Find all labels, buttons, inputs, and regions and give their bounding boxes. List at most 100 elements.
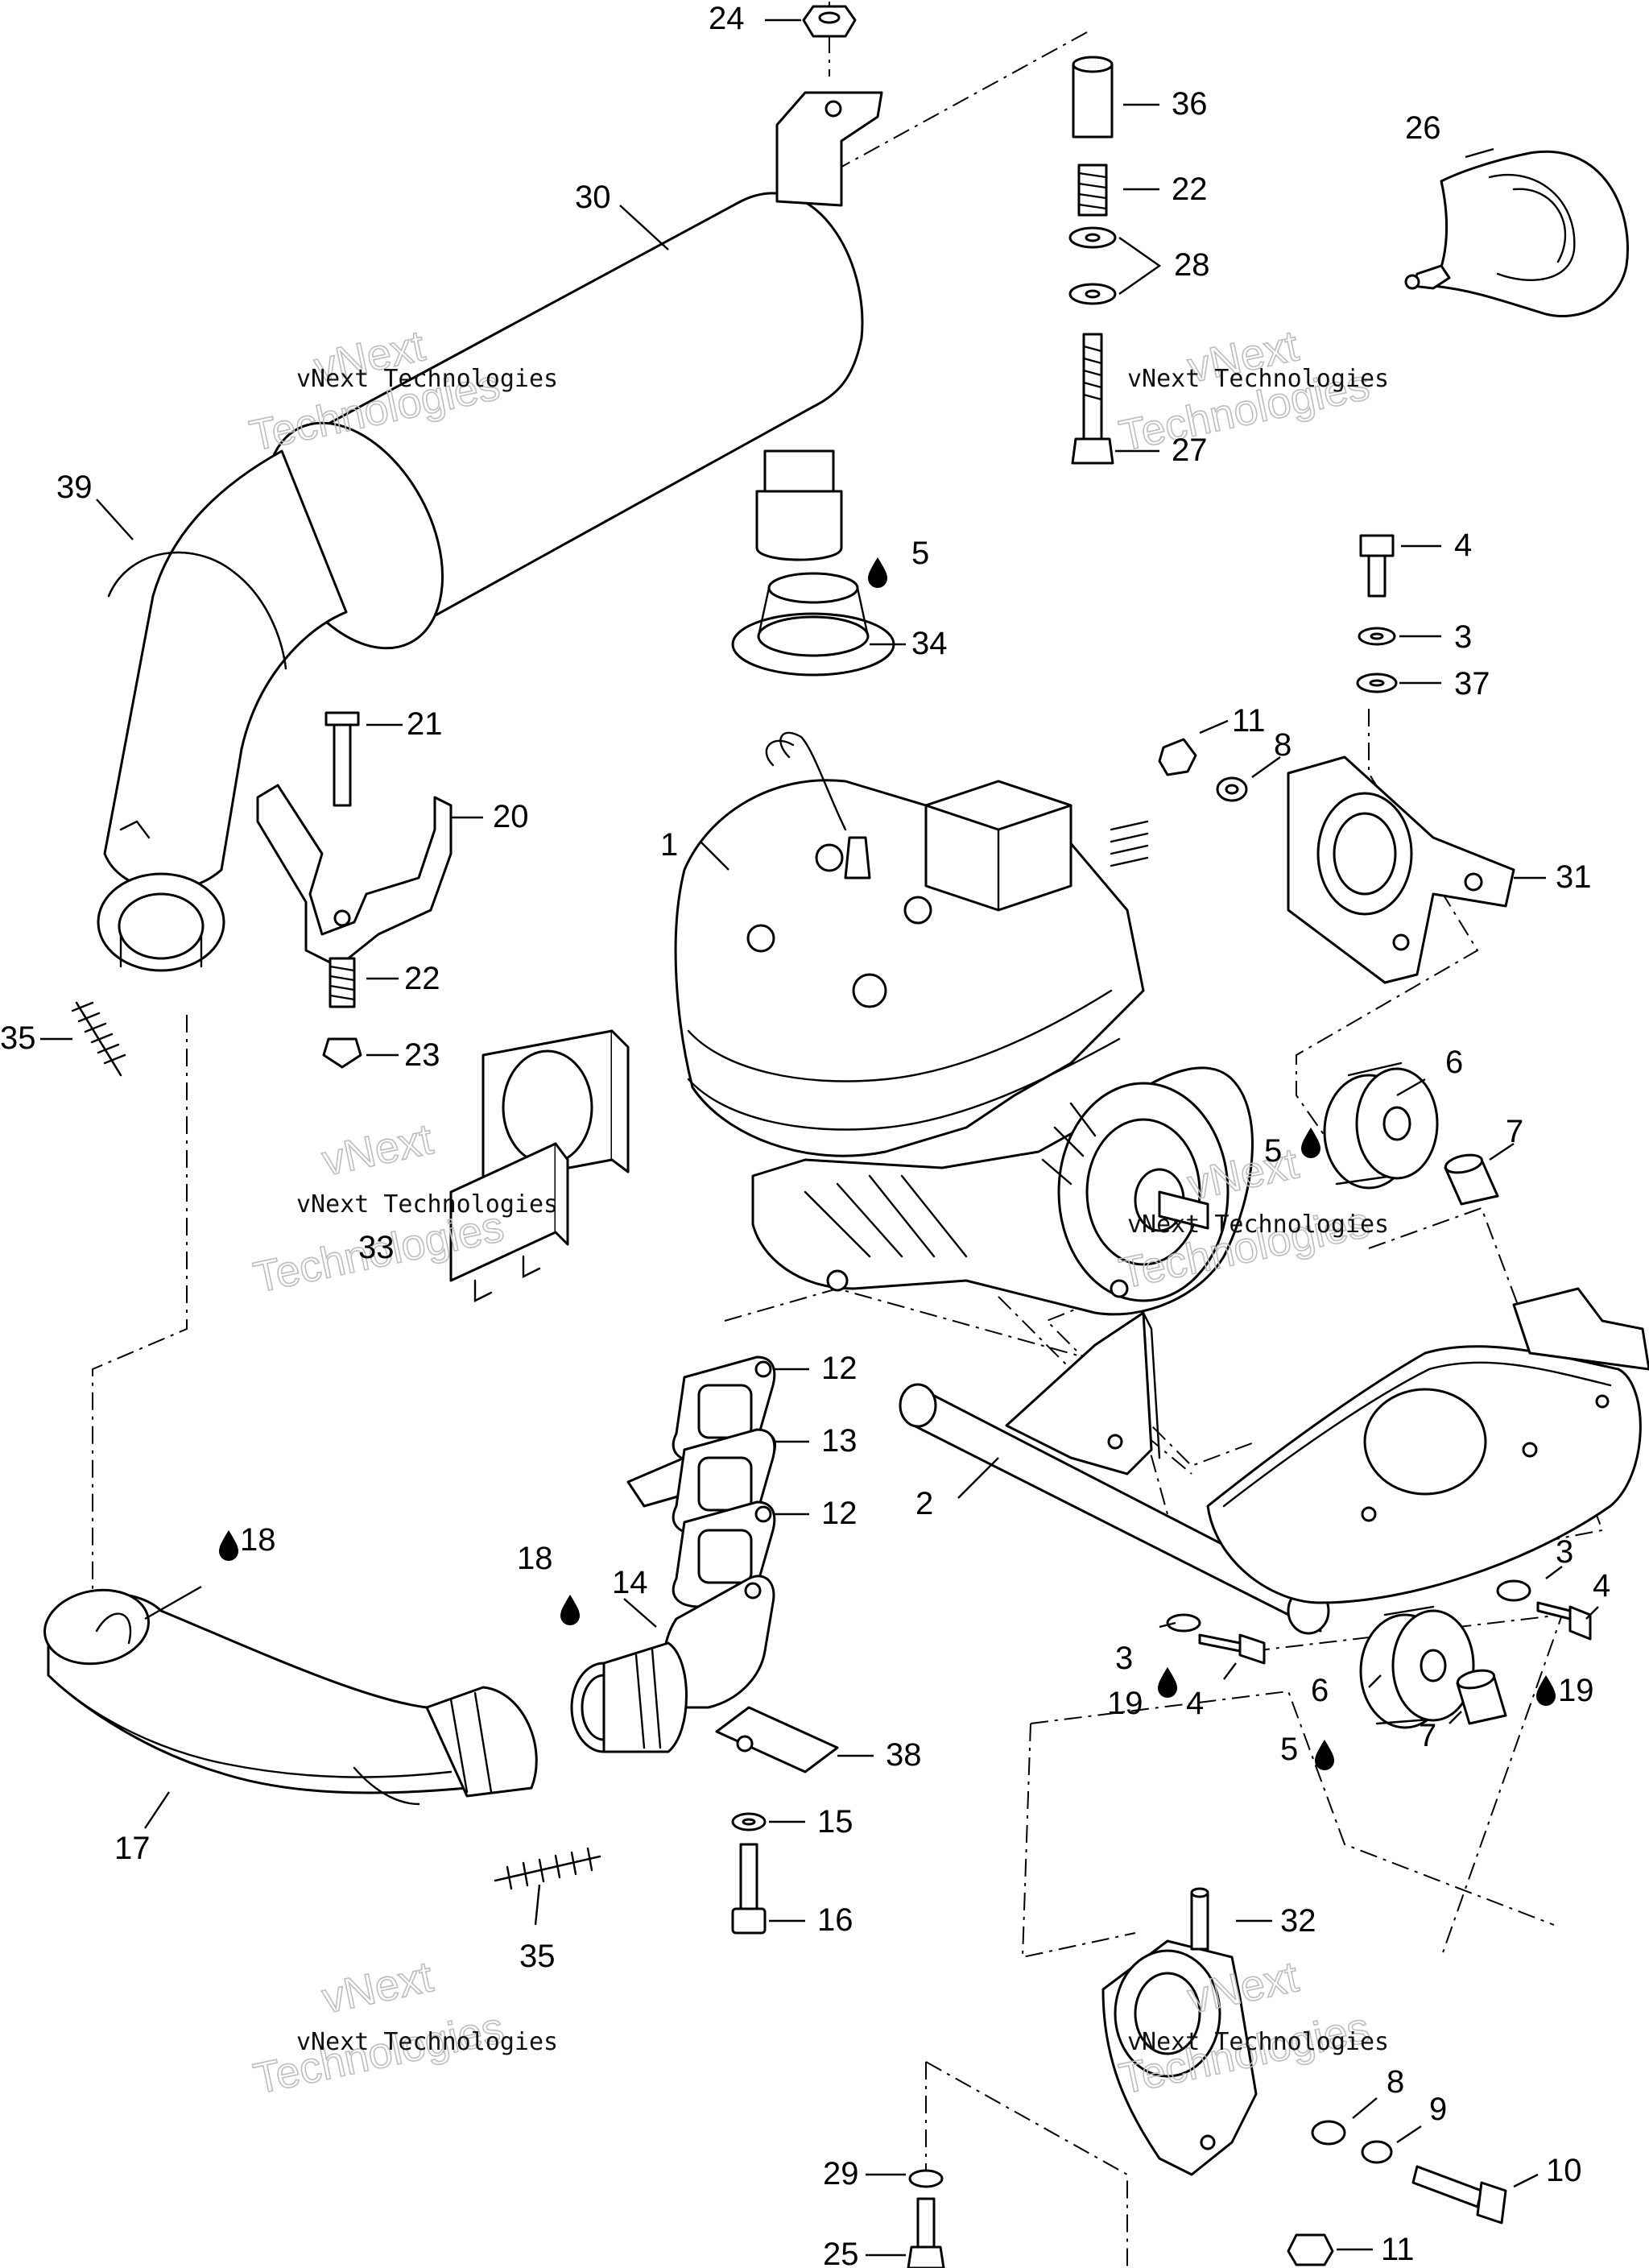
callout-21: 21 <box>407 706 443 742</box>
svg-text:vNext Technologies: vNext Technologies <box>1127 1211 1389 1239</box>
bolt-16 <box>731 1843 767 1935</box>
callout-26: 26 <box>1405 110 1441 146</box>
engine-mount-31 <box>1287 755 1515 984</box>
washer-8-bottom <box>1311 2120 1346 2146</box>
callout-27: 27 <box>1172 432 1208 468</box>
mounting-plate <box>1206 1287 1649 1604</box>
callout-4-right: 4 <box>1593 1568 1610 1604</box>
callout-33: 33 <box>358 1230 395 1265</box>
spacer-7-top <box>1444 1153 1499 1206</box>
callout-1: 1 <box>660 827 678 863</box>
engine-mount-32 <box>1101 1887 1258 2176</box>
tube-17 <box>43 1588 538 1806</box>
bolt-4-left <box>1198 1633 1266 1665</box>
callout-38: 38 <box>886 1737 922 1773</box>
nut-11-top <box>1158 738 1197 776</box>
nut-24 <box>802 5 857 38</box>
spring-39 <box>107 551 287 670</box>
muffler <box>97 192 864 972</box>
nut-11-bottom <box>1287 2233 1334 2266</box>
callout-5-bottom: 5 <box>1280 1732 1298 1767</box>
callout-13: 13 <box>821 1423 858 1459</box>
bolt-10 <box>1411 2165 1507 2225</box>
callout-15: 15 <box>817 1804 853 1840</box>
watermark-bottom-left: vNext Technologies vNext Technologies <box>249 1952 558 2105</box>
washer-3-right <box>1496 1579 1531 1602</box>
oil-drop-icon <box>219 1530 238 1561</box>
nut-23 <box>322 1037 362 1069</box>
svg-text:vNext: vNext <box>318 1952 437 2022</box>
callout-4-left: 4 <box>1186 1686 1204 1721</box>
spring-22-mid <box>329 957 356 1008</box>
svg-text:vNext Technologies: vNext Technologies <box>296 1190 558 1219</box>
svg-text:vNext Technologies: vNext Technologies <box>296 365 558 393</box>
oil-drop-icon <box>1158 1667 1177 1698</box>
manifold-14 <box>570 1575 775 1753</box>
washer-15 <box>731 1812 767 1831</box>
oil-drop-icon <box>1315 1740 1334 1770</box>
plate-33 <box>449 1029 630 1302</box>
callout-6-bottom: 6 <box>1311 1673 1329 1708</box>
watermark-top-right: vNext Technologies vNext Technologies <box>1114 321 1389 461</box>
spring-35-left <box>71 1001 126 1077</box>
callout-32: 32 <box>1280 1903 1316 1939</box>
callout-36: 36 <box>1172 86 1208 122</box>
frame-2 <box>899 1311 1330 1635</box>
callout-37: 37 <box>1454 666 1490 702</box>
damper-6-bottom <box>1359 1605 1475 1729</box>
callout-7-bottom: 7 <box>1419 1718 1436 1753</box>
callout-4-top: 4 <box>1454 528 1472 563</box>
callout-30: 30 <box>575 180 611 215</box>
callout-35-left: 35 <box>0 1020 36 1056</box>
spacer-36 <box>1072 56 1114 139</box>
bracket-38 <box>715 1706 839 1773</box>
washer-3-top <box>1358 627 1396 646</box>
callout-28: 28 <box>1174 247 1210 283</box>
bracket-20 <box>256 784 453 968</box>
callout-18-mid: 18 <box>517 1541 553 1576</box>
spacer-7-bottom <box>1456 1669 1507 1725</box>
svg-text:vNext Technologies: vNext Technologies <box>1127 365 1389 393</box>
callout-8-top: 8 <box>1274 727 1292 763</box>
handle-26 <box>1404 150 1629 317</box>
washer-3-left <box>1166 1613 1201 1633</box>
oil-drop-icon <box>1536 1675 1556 1706</box>
callout-3-top: 3 <box>1454 619 1472 655</box>
oil-drop-icons <box>219 557 1556 1770</box>
grommet-34 <box>731 572 895 677</box>
engine-1 <box>674 731 1254 1316</box>
oil-drop-icon <box>868 557 887 588</box>
bolt-4-right <box>1536 1601 1592 1641</box>
spring-22-top <box>1077 163 1108 217</box>
muffler-bracket <box>755 91 883 561</box>
callout-18-left: 18 <box>240 1522 276 1558</box>
svg-text:vNext Technologies: vNext Technologies <box>296 2028 558 2056</box>
leader-lines <box>40 19 1599 2257</box>
callout-7-top: 7 <box>1506 1114 1523 1149</box>
svg-text:vNext Technologies: vNext Technologies <box>1127 2028 1389 2056</box>
callout-9: 9 <box>1429 2092 1447 2127</box>
callout-14: 14 <box>612 1565 648 1600</box>
callout-31: 31 <box>1556 859 1592 895</box>
callout-22-top: 22 <box>1172 172 1208 207</box>
oil-drop-icon <box>560 1595 580 1625</box>
callout-16: 16 <box>817 1902 853 1938</box>
callout-29: 29 <box>823 2156 859 2191</box>
washer-29 <box>908 2169 944 2188</box>
callout-19-right: 19 <box>1558 1673 1594 1708</box>
callout-17: 17 <box>114 1831 151 1866</box>
washers-28 <box>1068 226 1117 305</box>
damper-6-top <box>1323 1062 1439 1190</box>
bolt-27 <box>1071 333 1114 465</box>
spring-35-bottom <box>494 1847 601 1890</box>
callout-39: 39 <box>56 470 93 505</box>
callout-24: 24 <box>709 1 745 36</box>
callout-2: 2 <box>915 1486 933 1521</box>
callout-23: 23 <box>404 1037 440 1073</box>
callout-5-mid: 5 <box>1264 1133 1282 1169</box>
callout-11-top: 11 <box>1232 703 1266 739</box>
callout-6-top: 6 <box>1445 1045 1463 1080</box>
callout-22-mid: 22 <box>404 961 440 996</box>
